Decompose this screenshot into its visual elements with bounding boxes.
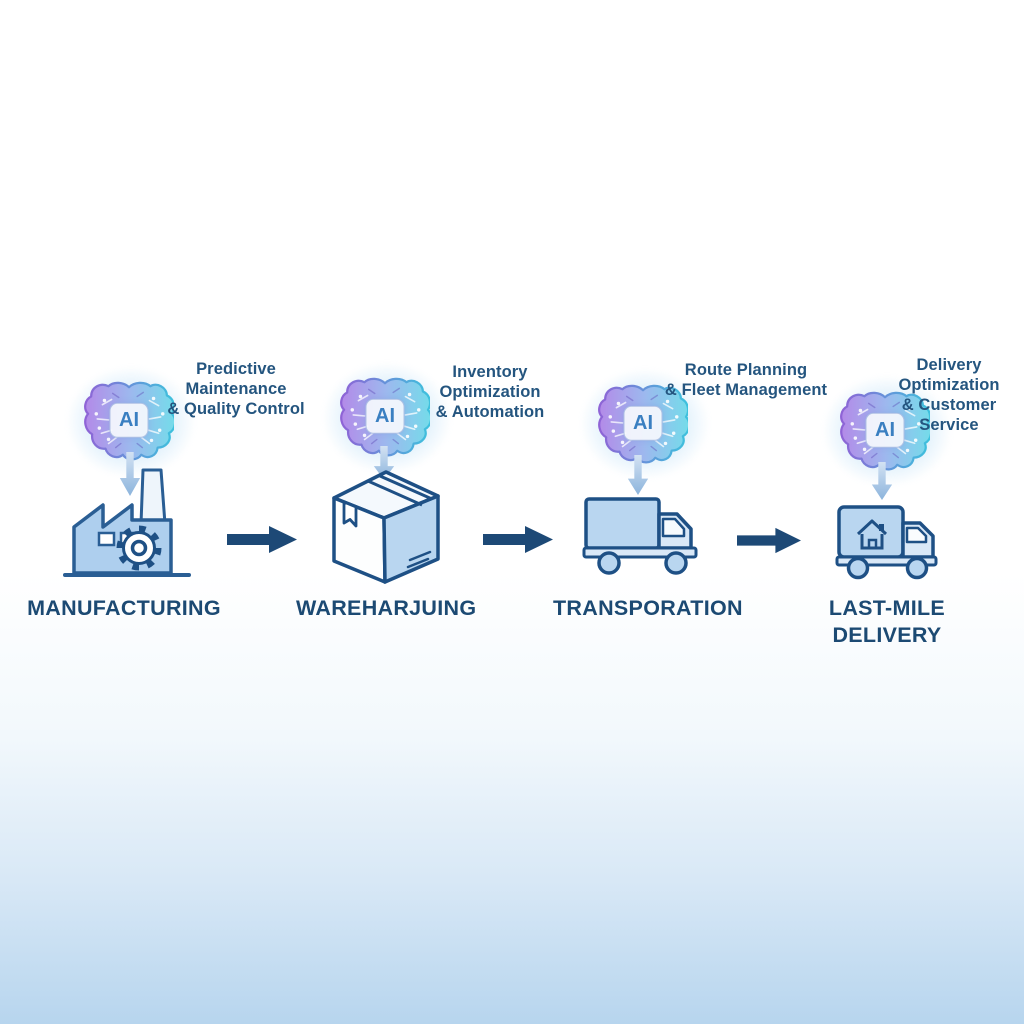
stage-description: Route Planning & Fleet Management [664,360,828,400]
description-line-2: & Customer Service [901,396,997,435]
stage-description: Predictive Maintenance & Quality Control [146,359,326,419]
truck-icon [580,490,704,578]
description-line-1: Delivery Optimization [898,356,1000,395]
description-line-1: Predictive Maintenance [185,360,287,399]
stage-label: WAREHARJUING [296,595,476,622]
ai-chip-label: AI [623,405,663,441]
description-line-2: & Automation [435,403,545,422]
ai-brain-icon: AI [84,380,174,462]
flow-arrow-icon [737,525,801,556]
ai-brain-icon: AI [598,383,688,465]
stage-label-line-1: WAREHARJUING [296,596,477,620]
ai-chip-label: AI [365,398,405,434]
ai-chip-label: AI [109,402,149,438]
package-box-icon [322,464,446,588]
stage-description: Delivery Optimization & Customer Service [874,355,1024,436]
stage-label-line-1: LAST-MILE [828,596,946,620]
delivery-truck-icon [830,498,942,582]
stage-label-line-1: MANUFACTURING [27,596,221,620]
ai-brain-icon: AI [340,376,430,458]
flow-arrow-icon [227,523,297,556]
description-line-1: Inventory Optimization [439,363,541,402]
down-arrow-icon [626,455,650,495]
stage-label-line-1: TRANSPORATION [553,596,743,620]
description-line-2: & Fleet Management [664,381,828,400]
ai-brain-icon: AI [840,390,930,472]
description-line-1: Route Planning [684,361,808,379]
stage-label-line-2: DELIVERY [832,622,942,647]
stage-label: TRANSPORATION [553,595,743,622]
description-line-2: & Quality Control [167,400,305,419]
stage-description: Inventory Optimization & Automation [406,362,574,422]
factory-icon [62,460,192,580]
down-arrow-icon [870,462,894,500]
ai-chip-label: AI [865,412,905,448]
flow-arrow-icon [483,523,553,556]
stage-label: LAST-MILE DELIVERY [817,595,957,649]
stage-label: MANUFACTURING [14,595,234,622]
